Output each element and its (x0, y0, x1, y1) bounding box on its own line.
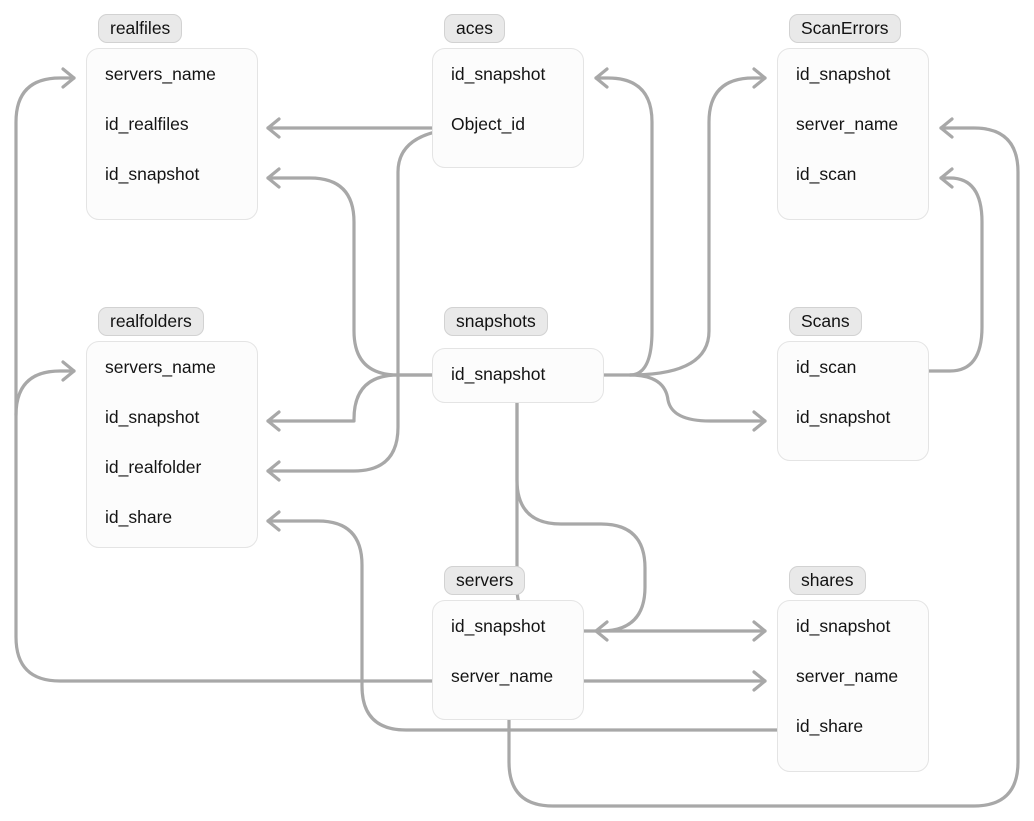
table-title-ScanErrors[interactable]: ScanErrors (789, 14, 901, 44)
edge-snapshots-id_snapshot-to-realfolders-id_snapshot (266, 373, 434, 423)
table-box-realfolders: servers_name id_snapshot id_realfolder id_s… (86, 341, 258, 548)
arrow-head-10 (939, 167, 954, 189)
edge-snapshots-id_snapshot-to-realfiles-id_snapshot (266, 176, 434, 377)
arrow-head-5 (266, 460, 281, 482)
arrow-head-0 (61, 67, 76, 89)
field-snapshots-id_snapshot[interactable]: id_snapshot (451, 363, 546, 384)
table-box-Scans: id_scan id_snapshot (777, 341, 929, 461)
field-ScanErrors-server_name[interactable]: server_name (796, 113, 899, 134)
table-title-realfiles[interactable]: realfiles (98, 14, 183, 44)
table-box-ScanErrors: id_snapshot server_name id_scan (777, 48, 929, 220)
field-ScanErrors-id_snapshot[interactable]: id_snapshot (796, 63, 891, 84)
field-realfolders-servers_name[interactable]: servers_name (105, 356, 216, 377)
arrow-head-14 (594, 620, 609, 642)
arrow-head-2 (266, 117, 281, 139)
field-ScanErrors-id_scan[interactable]: id_scan (796, 163, 857, 184)
field-servers-server_name[interactable]: server_name (451, 665, 554, 686)
field-realfolders-id_realfolder[interactable]: id_realfolder (105, 456, 202, 477)
field-shares-id_share[interactable]: id_share (796, 715, 864, 736)
table-box-shares: id_snapshot server_name id_share (777, 600, 929, 772)
field-aces-id_snapshot[interactable]: id_snapshot (451, 63, 546, 84)
table-title-snapshots[interactable]: snapshots (444, 307, 548, 337)
table-title-servers[interactable]: servers (444, 566, 526, 596)
field-realfolders-id_snapshot[interactable]: id_snapshot (105, 406, 200, 427)
table-box-realfiles: servers_name id_realfiles id_snapshot (86, 48, 258, 220)
field-aces-Object_id[interactable]: Object_id (451, 113, 525, 134)
field-realfiles-servers_name[interactable]: servers_name (105, 63, 216, 84)
edge-servers-server_name-to-realfolders-servers_name (14, 369, 76, 417)
field-Scans-id_scan[interactable]: id_scan (796, 356, 857, 377)
table-title-shares[interactable]: shares (789, 566, 866, 596)
edge-snapshots-id_snapshot-to-Scans-id_snapshot (628, 373, 767, 423)
field-realfolders-id_share[interactable]: id_share (105, 506, 173, 527)
table-title-aces[interactable]: aces (444, 14, 505, 44)
arrow-head-3 (266, 167, 281, 189)
table-box-servers: id_snapshot server_name (432, 600, 584, 720)
arrow-head-13 (752, 620, 767, 642)
field-realfiles-id_snapshot[interactable]: id_snapshot (105, 163, 200, 184)
edge-servers-server_name-to-ScanErrors-server_name (507, 126, 1020, 808)
arrow-head-9 (752, 410, 767, 432)
edge-Scans-id_scan-to-ScanErrors-id_scan (927, 176, 984, 373)
field-shares-server_name[interactable]: server_name (796, 665, 899, 686)
edge-snapshots-id_snapshot-to-servers-id_snapshot (515, 401, 647, 633)
arrow-head-7 (594, 67, 609, 89)
arrow-head-11 (939, 117, 954, 139)
edge-snapshots-id_snapshot-to-shares-id_snapshot (515, 401, 767, 633)
edge-snapshots-id_snapshot-to-aces-id_snapshot (594, 76, 654, 377)
table-title-realfolders[interactable]: realfolders (98, 307, 204, 337)
field-Scans-id_snapshot[interactable]: id_snapshot (796, 406, 891, 427)
field-servers-id_snapshot[interactable]: id_snapshot (451, 615, 546, 636)
edge-snapshots-id_snapshot-to-ScanErrors-id_snapshot (628, 76, 767, 377)
arrow-head-6 (266, 510, 281, 532)
field-realfiles-id_realfiles[interactable]: id_realfiles (105, 113, 189, 134)
table-title-Scans[interactable]: Scans (789, 307, 862, 337)
table-box-snapshots: id_snapshot (432, 348, 604, 403)
edge-aces-Object_id-to-realfolders-id_realfolder (266, 126, 476, 473)
arrow-head-1 (61, 360, 76, 382)
field-shares-id_snapshot[interactable]: id_snapshot (796, 615, 891, 636)
arrow-head-12 (752, 670, 767, 692)
arrow-head-8 (752, 67, 767, 89)
arrow-head-4 (266, 410, 281, 432)
